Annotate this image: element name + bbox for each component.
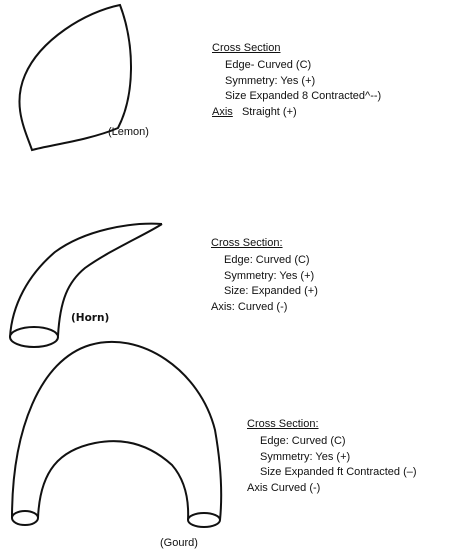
gourd-size: Size Expanded ft Contracted (–) <box>260 466 417 478</box>
horn-size: Size: Expanded (+) <box>224 285 318 297</box>
horn-symmetry: Symmetry: Yes (+) <box>224 269 315 282</box>
gourd-label: (Gourd) <box>160 537 198 549</box>
horn-cross-section: Cross Section: Edge: Curved (C) Symmetry… <box>211 237 318 313</box>
gourd-cross-section-title: Cross Section: <box>247 418 319 430</box>
lemon-axis-label: Axis <box>212 105 233 118</box>
lemon-axis: Axis Straight (+) <box>212 106 381 118</box>
horn-cross-section-title: Cross Section: <box>211 237 283 249</box>
gourd-cross-section: Cross Section: Edge: Curved (C) Symmetry… <box>247 418 417 494</box>
horn-label: (Horn) <box>71 312 110 324</box>
lemon-label: (Lemon) <box>108 126 149 138</box>
lemon-cross-section: Cross Section Edge- Curved (C) Symmetry:… <box>212 42 381 118</box>
horn-axis: Axis: Curved (-) <box>211 300 288 313</box>
lemon-symmetry: Symmetry: Yes (+) <box>225 74 316 87</box>
horn-edge: Edge: Curved (C) <box>224 254 310 266</box>
gourd-edge: Edge: Curved (C) <box>260 435 346 447</box>
lemon-edge: Edge- Curved (C) <box>225 59 312 71</box>
lemon-cross-section-title: Cross Section <box>212 42 281 54</box>
lemon-size: Size Expanded 8 Contracted^--) <box>225 90 382 102</box>
gourd-axis: Axis Curved (-) <box>247 481 321 494</box>
lemon-axis-value: Straight (+) <box>241 105 297 118</box>
gourd-symmetry: Symmetry: Yes (+) <box>260 450 351 463</box>
